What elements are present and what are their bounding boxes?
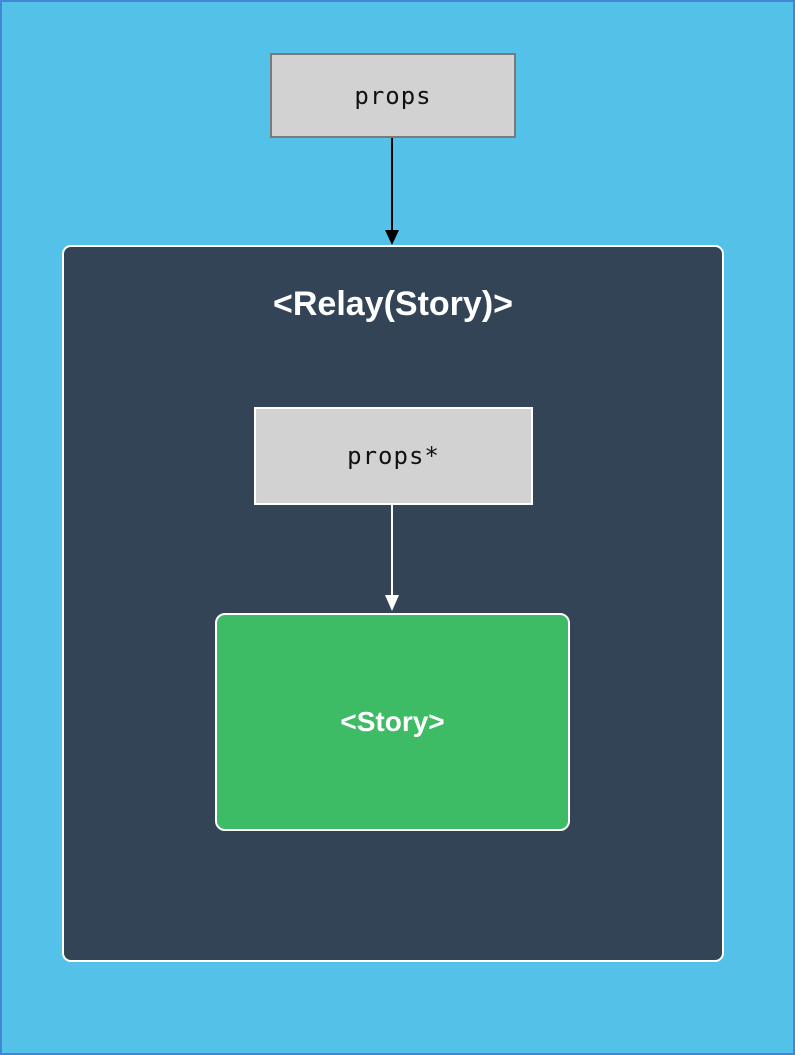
relay-container-title: <Relay(Story)> — [273, 285, 513, 323]
props-star-box-label: props* — [347, 442, 440, 470]
props-box: props — [270, 53, 516, 138]
down-arrow-white-icon — [385, 505, 399, 611]
down-arrow-icon — [385, 138, 399, 245]
story-box-label: <Story> — [340, 706, 445, 737]
props-star-box: props* — [254, 407, 533, 505]
story-box: <Story> — [215, 613, 570, 831]
relay-story-container: <Relay(Story)> props* <Story> — [62, 245, 724, 962]
props-box-label: props — [354, 81, 432, 110]
